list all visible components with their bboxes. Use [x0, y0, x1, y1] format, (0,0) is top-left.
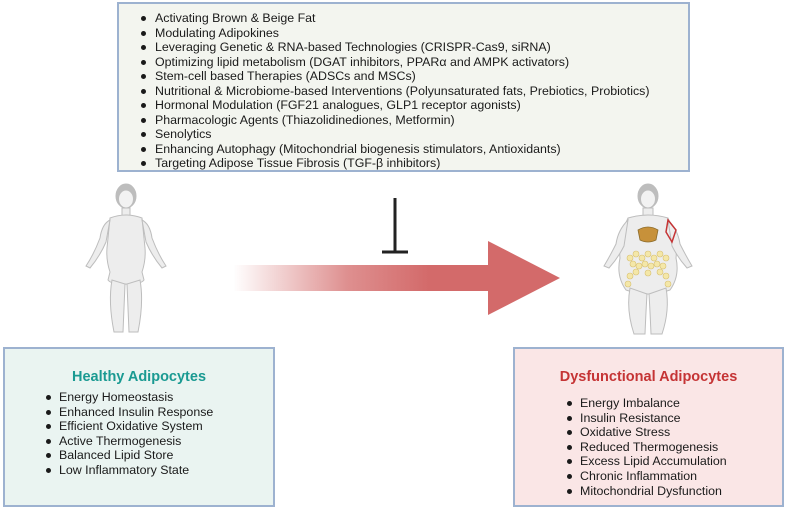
- therapy-item: Pharmacologic Agents (Thiazolidinediones…: [133, 113, 678, 128]
- healthy-item: Enhanced Insulin Response: [39, 405, 213, 420]
- therapy-item: Hormonal Modulation (FGF21 analogues, GL…: [133, 98, 678, 113]
- therapies-box: Activating Brown & Beige Fat Modulating …: [117, 2, 690, 172]
- therapy-item: Targeting Adipose Tissue Fibrosis (TGF-β…: [133, 156, 678, 171]
- obese-body-icon: [603, 183, 693, 335]
- therapy-item: Enhancing Autophagy (Mitochondrial bioge…: [133, 142, 678, 157]
- inhibition-icon: [382, 198, 408, 254]
- dysfunctional-list: Energy Imbalance Insulin Resistance Oxid…: [560, 396, 727, 498]
- healthy-title: Healthy Adipocytes: [71, 369, 207, 385]
- dysfunctional-title: Dysfunctional Adipocytes: [559, 369, 738, 385]
- dysfunctional-item: Oxidative Stress: [560, 425, 727, 440]
- healthy-body-icon: [85, 183, 167, 333]
- dysfunctional-adipocytes-box: Dysfunctional Adipocytes Energy Imbalanc…: [513, 347, 784, 507]
- therapy-item: Nutritional & Microbiome-based Intervent…: [133, 84, 678, 99]
- healthy-item: Active Thermogenesis: [39, 434, 213, 449]
- therapy-item: Activating Brown & Beige Fat: [133, 11, 678, 26]
- dysfunctional-item: Chronic Inflammation: [560, 469, 727, 484]
- healthy-adipocytes-box: Healthy Adipocytes Energy Homeostasis En…: [3, 347, 275, 507]
- healthy-item: Low Inflammatory State: [39, 463, 213, 478]
- therapy-item: Modulating Adipokines: [133, 26, 678, 41]
- dysfunctional-item: Mitochondrial Dysfunction: [560, 484, 727, 499]
- therapy-item: Leveraging Genetic & RNA-based Technolog…: [133, 40, 678, 55]
- progression-arrow-icon: [233, 241, 560, 315]
- healthy-item: Balanced Lipid Store: [39, 448, 213, 463]
- healthy-list: Energy Homeostasis Enhanced Insulin Resp…: [39, 390, 213, 478]
- dysfunctional-item: Reduced Thermogenesis: [560, 440, 727, 455]
- therapy-item: Stem-cell based Therapies (ADSCs and MSC…: [133, 69, 678, 84]
- therapy-item: Optimizing lipid metabolism (DGAT inhibi…: [133, 55, 678, 70]
- dysfunctional-item: Excess Lipid Accumulation: [560, 454, 727, 469]
- therapies-list: Activating Brown & Beige Fat Modulating …: [133, 11, 678, 171]
- healthy-item: Energy Homeostasis: [39, 390, 213, 405]
- dysfunctional-item: Insulin Resistance: [560, 411, 727, 426]
- healthy-item: Efficient Oxidative System: [39, 419, 213, 434]
- dysfunctional-item: Energy Imbalance: [560, 396, 727, 411]
- therapy-item: Senolytics: [133, 127, 678, 142]
